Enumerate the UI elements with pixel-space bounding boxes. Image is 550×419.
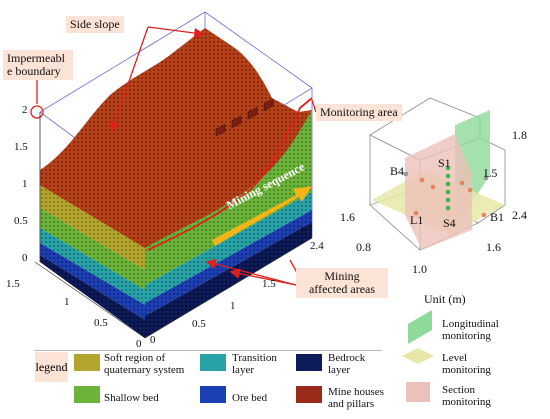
monitoring-section-l1: Section (442, 384, 475, 396)
monitoring-longitudinal-l1: Longitudinal (442, 318, 499, 330)
legend-bedrock-l1: Bedrock (328, 352, 366, 364)
legend-mine-l1: Mine houses (328, 386, 384, 398)
inset-point-l5: L5 (484, 166, 498, 180)
monitoring-longitudinal-l2: monitoring (442, 330, 491, 342)
legend-item-bedrock: Bedrock layer (328, 352, 365, 376)
monitoring-area-callout: Monitoring area (316, 104, 402, 121)
inset-dim-3: 2.4 (512, 208, 527, 222)
x-tick-2: 0.5 (94, 317, 108, 329)
inset-point-b1: B1 (490, 210, 505, 224)
legend-shallow-l1: Shallow bed (104, 392, 159, 404)
inset-point-s1: S1 (438, 156, 451, 170)
y-tick-5: 2.4 (310, 240, 324, 252)
impermeable-line1: Impermeabl (7, 51, 65, 65)
inset-point-l1: L1 (410, 213, 424, 227)
x-tick-3: 0 (136, 338, 142, 350)
legend-transition-l2: layer (232, 364, 254, 376)
mining-affected-line1: Mining (324, 269, 360, 283)
inset-point-s4: S4 (443, 216, 456, 230)
main-axis-lines (34, 112, 313, 339)
legend-bedrock-l2: layer (328, 364, 350, 376)
legend-item-transition: Transition layer (232, 352, 277, 376)
inset-dim-4: 0.8 (356, 240, 371, 254)
mining-affected-line2: affected areas (308, 282, 376, 296)
inset-dim-1: 1.8 (512, 128, 527, 142)
y-tick-2: 1 (230, 300, 236, 312)
monitoring-level-l2: monitoring (442, 364, 491, 376)
legend-ore-l1: Ore bed (232, 392, 268, 404)
y-tick-0: 0 (150, 334, 156, 346)
y-tick-1: 0.5 (192, 318, 206, 330)
legend-swatch-ore (200, 386, 226, 403)
monitoring-area-outline (147, 97, 313, 251)
front-left-face (40, 185, 145, 338)
monitoring-level-l1: Level (442, 352, 468, 364)
monitoring-legend-swatches (402, 310, 434, 402)
legend-swatch-mine (296, 386, 322, 403)
x-tick-1: 1 (64, 296, 70, 308)
side-slope-callout: Side slope (66, 16, 124, 33)
mining-affected-callout: Mining affected areas (296, 268, 388, 298)
inset-dim-5: 1.6 (486, 240, 501, 254)
legend-swatch-soft (74, 354, 100, 371)
legend-item-mine: Mine houses and pillars (328, 386, 384, 410)
front-right-face (145, 110, 312, 338)
inset-monitoring-model (369, 97, 506, 251)
monitoring-level: Level monitoring (442, 352, 491, 376)
y-tick-4: 2 (300, 225, 306, 237)
side-slope-label: Side slope (70, 17, 120, 31)
legend-transition-l1: Transition (232, 352, 277, 364)
y-tick-3: 1.5 (262, 278, 276, 290)
z-tick-1: 1.5 (14, 141, 28, 153)
legend-item-ore: Ore bed (232, 392, 267, 404)
legend-item-soft: Soft region of quaternary system (104, 352, 184, 376)
z-tick-4: 0 (22, 252, 28, 264)
legend-swatch-shallow (74, 386, 100, 403)
inset-point-b4: B4 (390, 164, 405, 178)
z-tick-2: 1 (22, 178, 28, 190)
legend-item-shallow: Shallow bed (104, 392, 159, 404)
legend-title: legend (35, 352, 68, 382)
impermeable-line2: e boundary (7, 64, 61, 78)
legend-swatch-bedrock (296, 354, 322, 371)
x-tick-0: 1.5 (6, 278, 20, 290)
legend-soft-l1: Soft region of (104, 352, 166, 364)
z-tick-3: 0.5 (14, 215, 28, 227)
monitoring-area-label: Monitoring area (320, 105, 398, 119)
mining-sequence-arrow (212, 186, 312, 246)
legend-swatch-transition (200, 354, 226, 371)
monitoring-longitudinal: Longitudinal monitoring (442, 318, 499, 342)
unit-label: Unit (m) (424, 292, 466, 306)
monitoring-section: Section monitoring (442, 384, 491, 408)
impermeable-boundary-callout: Impermeabl e boundary (3, 50, 73, 80)
layer-legend (34, 350, 382, 415)
z-tick-0: 2 (22, 104, 28, 116)
monitoring-section-l2: monitoring (442, 396, 491, 408)
mine-houses (215, 98, 274, 137)
inset-dim-6: 1.0 (412, 262, 427, 276)
legend-soft-l2: quaternary system (104, 364, 185, 376)
legend-mine-l2: and pillars (328, 398, 375, 410)
inset-dim-2: 1.6 (340, 210, 355, 224)
